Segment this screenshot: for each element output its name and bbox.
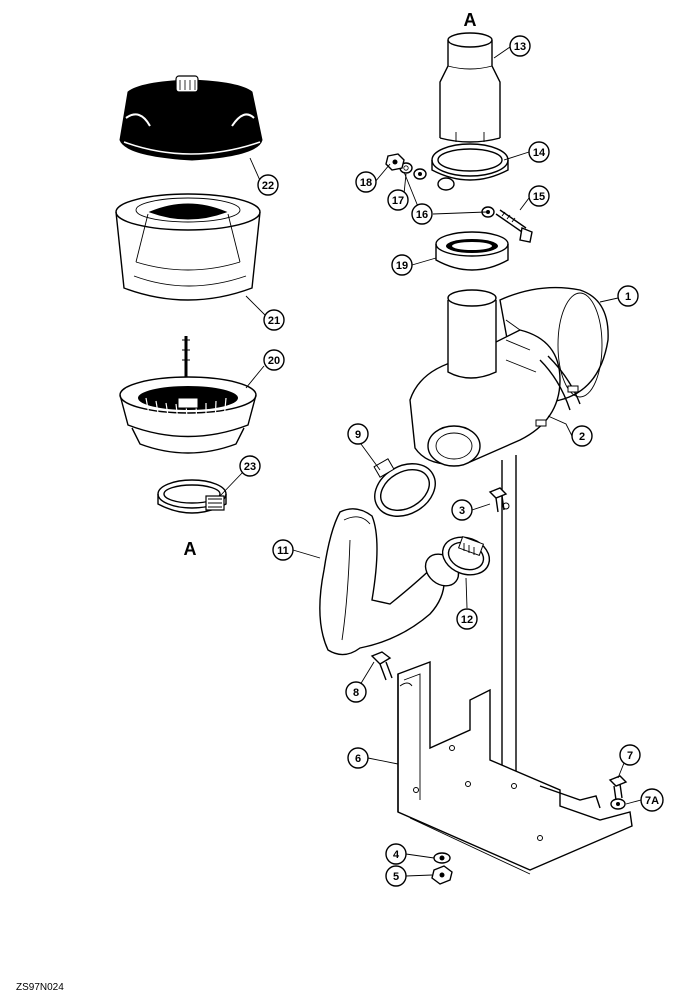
band-clamp-part (431, 143, 509, 191)
bracket-bolt-part (608, 775, 628, 810)
support-post-part (501, 455, 517, 820)
svg-text:21: 21 (268, 315, 280, 327)
hose-clamp-left-part (157, 479, 227, 514)
svg-text:23: 23 (244, 461, 256, 473)
callout-4: 4 (385, 843, 407, 865)
seal-ring-part (435, 231, 509, 271)
callout-6: 6 (347, 747, 369, 769)
figure-code: ZS97N024 (16, 982, 64, 993)
svg-text:20: 20 (268, 355, 280, 367)
callout-11: 11 (272, 539, 294, 561)
callout-15: 15 (528, 185, 550, 207)
hose-clamp-part (373, 458, 436, 517)
outlet-tube-part (439, 32, 501, 143)
svg-text:17: 17 (392, 195, 404, 207)
svg-text:9: 9 (355, 429, 361, 441)
connector-label-bottom: A (184, 539, 197, 559)
svg-text:3: 3 (459, 505, 465, 517)
svg-text:6: 6 (355, 753, 361, 765)
elbow-hose-part (319, 508, 460, 656)
callout-19: 19 (391, 254, 413, 276)
svg-text:4: 4 (393, 849, 400, 861)
svg-text:16: 16 (416, 209, 428, 221)
svg-text:7A: 7A (645, 795, 659, 807)
callout-22: 22 (257, 174, 279, 196)
vane-assembly-part (119, 336, 257, 454)
callout-1: 1 (617, 285, 639, 307)
svg-text:5: 5 (393, 871, 399, 883)
callout-9: 9 (347, 423, 369, 445)
svg-text:19: 19 (396, 260, 408, 272)
svg-text:18: 18 (360, 177, 372, 189)
svg-text:7: 7 (627, 750, 633, 762)
callout-7a: 7A (640, 788, 664, 812)
svg-text:1: 1 (625, 291, 631, 303)
washer-part (413, 168, 495, 218)
callout-16: 16 (411, 203, 433, 225)
svg-text:14: 14 (533, 147, 546, 159)
bolt-part (495, 209, 533, 243)
cap-screw-part (488, 487, 508, 513)
precleaner-cap-part (119, 75, 263, 161)
svg-text:13: 13 (514, 41, 526, 53)
svg-text:12: 12 (461, 614, 473, 626)
callout-3: 3 (451, 499, 473, 521)
mounting-bracket-part (397, 660, 633, 875)
callout-21: 21 (263, 309, 285, 331)
callout-7: 7 (619, 744, 641, 766)
svg-text:8: 8 (353, 687, 359, 699)
hose-clamp-right-part (441, 535, 491, 576)
precleaner-bowl-part (115, 193, 261, 301)
svg-text:11: 11 (277, 545, 289, 557)
callout-23: 23 (239, 455, 261, 477)
air-cleaner-housing-part (409, 286, 609, 467)
callout-14: 14 (528, 141, 550, 163)
callout-13: 13 (509, 35, 531, 57)
connector-label-top: A (464, 10, 477, 30)
callout-8: 8 (345, 681, 367, 703)
callout-2: 2 (571, 425, 593, 447)
hex-nut-part (385, 153, 405, 171)
callout-18: 18 (355, 171, 377, 193)
washer-nut-part (431, 852, 453, 885)
callout-17: 17 (387, 189, 409, 211)
svg-text:2: 2 (579, 431, 585, 443)
flange-bolt-part (370, 651, 393, 681)
callout-20: 20 (263, 349, 285, 371)
callout-5: 5 (385, 865, 407, 887)
callout-12: 12 (456, 608, 478, 630)
svg-text:22: 22 (262, 180, 274, 192)
svg-text:15: 15 (533, 191, 545, 203)
